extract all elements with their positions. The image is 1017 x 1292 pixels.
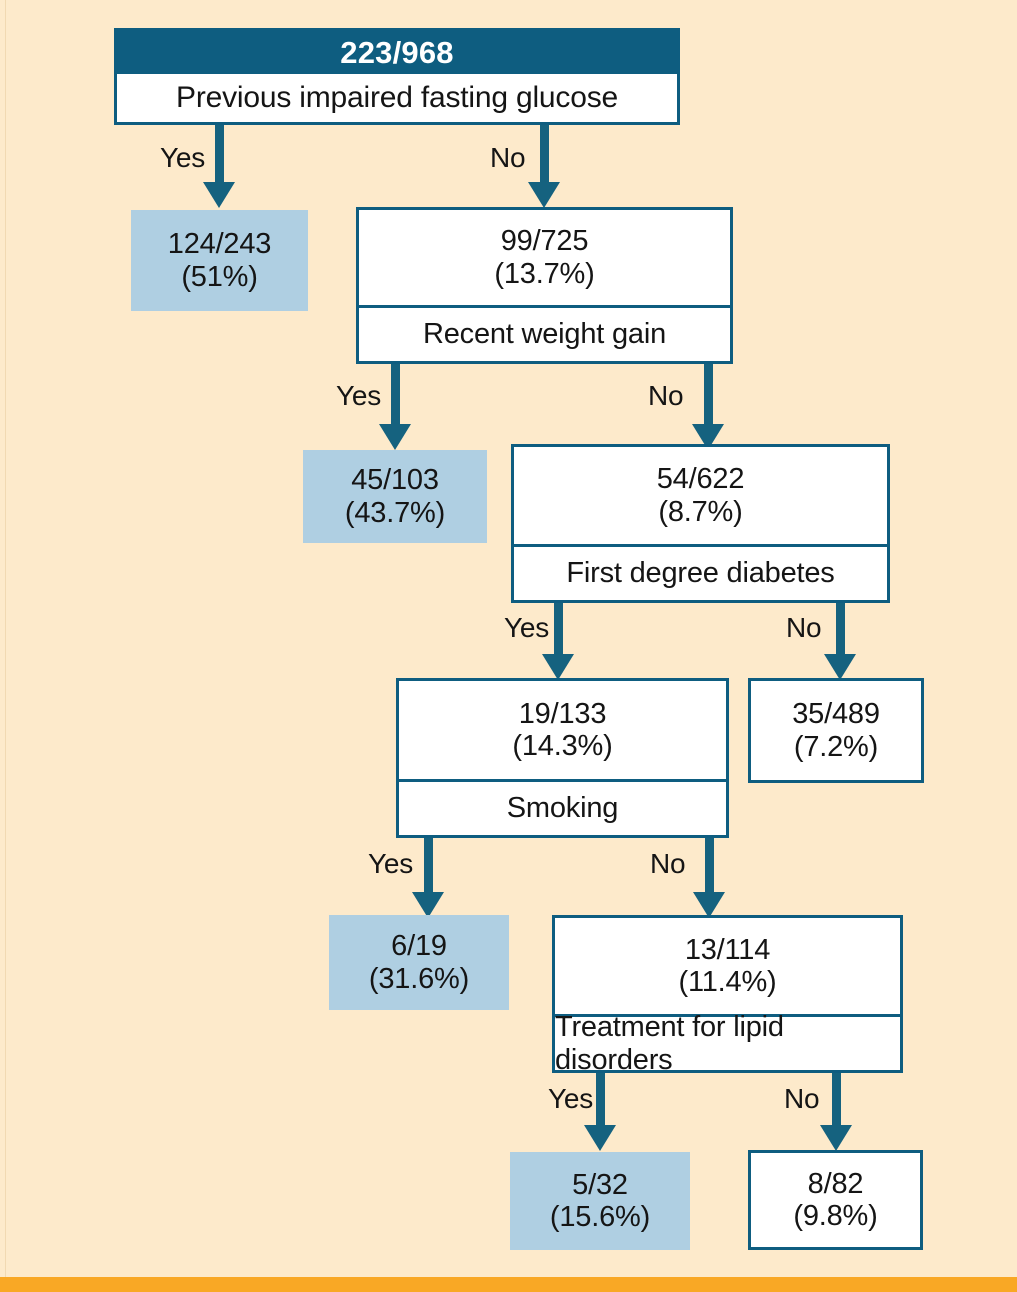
arrowhead-root-yes [203,182,235,208]
leaf-6-19-count: 6/19 [391,930,447,963]
leaf-6-19-percent: (31.6%) [368,962,470,995]
branch-label-l4-yes: Yes [548,1083,594,1114]
connector-l1-yes-shaft [391,364,400,427]
node-19-133-percent: (14.3%) [512,730,613,762]
branch-label-l2-yes: Yes [504,612,550,643]
leaf-45-103-count: 45/103 [351,464,439,497]
arrowhead-l4-no [820,1125,852,1151]
arrowhead-root-no [528,182,560,208]
node-54-622-question: First degree diabetes [514,544,887,600]
leaf-8-82-percent: (9.8%) [793,1200,878,1232]
node-99-725-question: Recent weight gain [359,305,730,361]
node-root-count: 223/968 [117,31,677,74]
arrowhead-l2-no [824,654,856,680]
branch-label-l1-no: No [648,380,684,411]
leaf-124-243[interactable]: 124/243 (51%) [131,210,308,311]
node-54-622-count: 54/622 [656,463,745,496]
connector-l2-yes-shaft [554,603,563,658]
connector-root-no-shaft [540,125,549,185]
leaf-6-19[interactable]: 6/19 (31.6%) [329,915,509,1010]
node-54-622-percent: (8.7%) [658,495,743,528]
left-edge-rule [5,0,6,1277]
node-19-133-stat: 19/133 (14.3%) [399,681,726,779]
branch-label-l3-yes: Yes [368,848,414,879]
footer-accent-bar [0,1277,1017,1292]
node-19-133-question: Smoking [399,779,726,835]
leaf-35-489-count: 35/489 [792,698,880,731]
leaf-5-32-percent: (15.6%) [549,1201,651,1233]
connector-l4-yes-shaft [596,1073,605,1129]
node-19-133[interactable]: 19/133 (14.3%) Smoking [396,678,729,838]
connector-l3-yes-shaft [424,838,433,896]
leaf-35-489[interactable]: 35/489 (7.2%) [748,678,924,783]
connector-l4-no-shaft [832,1073,841,1129]
connector-root-yes-shaft [215,125,224,185]
node-99-725[interactable]: 99/725 (13.7%) Recent weight gain [356,207,733,364]
node-99-725-stat: 99/725 (13.7%) [359,210,730,305]
node-99-725-percent: (13.7%) [494,257,595,290]
leaf-8-82-count: 8/82 [807,1167,864,1200]
node-54-622[interactable]: 54/622 (8.7%) First degree diabetes [511,444,890,603]
leaf-124-243-count: 124/243 [167,228,272,261]
arrowhead-l1-yes [379,424,411,450]
node-13-114-count: 13/114 [684,933,771,966]
leaf-5-32[interactable]: 5/32 (15.6%) [510,1152,690,1250]
branch-label-root-no: No [490,142,526,173]
node-13-114-stat: 13/114 (11.4%) [555,918,900,1014]
node-root-question: Previous impaired fasting glucose [117,74,677,122]
leaf-45-103[interactable]: 45/103 (43.7%) [303,450,487,543]
connector-l1-no-shaft [704,364,713,427]
branch-label-l2-no: No [786,612,822,643]
leaf-8-82[interactable]: 8/82 (9.8%) [748,1150,923,1250]
node-54-622-stat: 54/622 (8.7%) [514,447,887,544]
leaf-35-489-percent: (7.2%) [793,730,879,763]
arrowhead-l2-yes [542,654,574,680]
arrowhead-l3-yes [412,892,444,918]
arrowhead-l4-yes [584,1125,616,1151]
node-13-114[interactable]: 13/114 (11.4%) Treatment for lipid disor… [552,915,903,1076]
leaf-5-32-count: 5/32 [572,1168,628,1201]
connector-l3-no-shaft [705,838,714,896]
node-13-114-question: Treatment for lipid disorders [555,1011,900,1076]
branch-label-l1-yes: Yes [336,380,382,411]
leaf-124-243-percent: (51%) [181,260,258,293]
node-99-725-count: 99/725 [500,225,589,258]
branch-label-l3-no: No [650,848,686,879]
node-root[interactable]: 223/968 Previous impaired fasting glucos… [114,28,680,125]
arrowhead-l3-no [693,892,725,918]
node-13-114-percent: (11.4%) [678,966,777,998]
leaf-45-103-percent: (43.7%) [344,496,446,529]
branch-label-l4-no: No [784,1083,820,1114]
connector-l2-no-shaft [836,603,845,658]
node-19-133-count: 19/133 [518,697,607,730]
branch-label-root-yes: Yes [160,142,206,173]
